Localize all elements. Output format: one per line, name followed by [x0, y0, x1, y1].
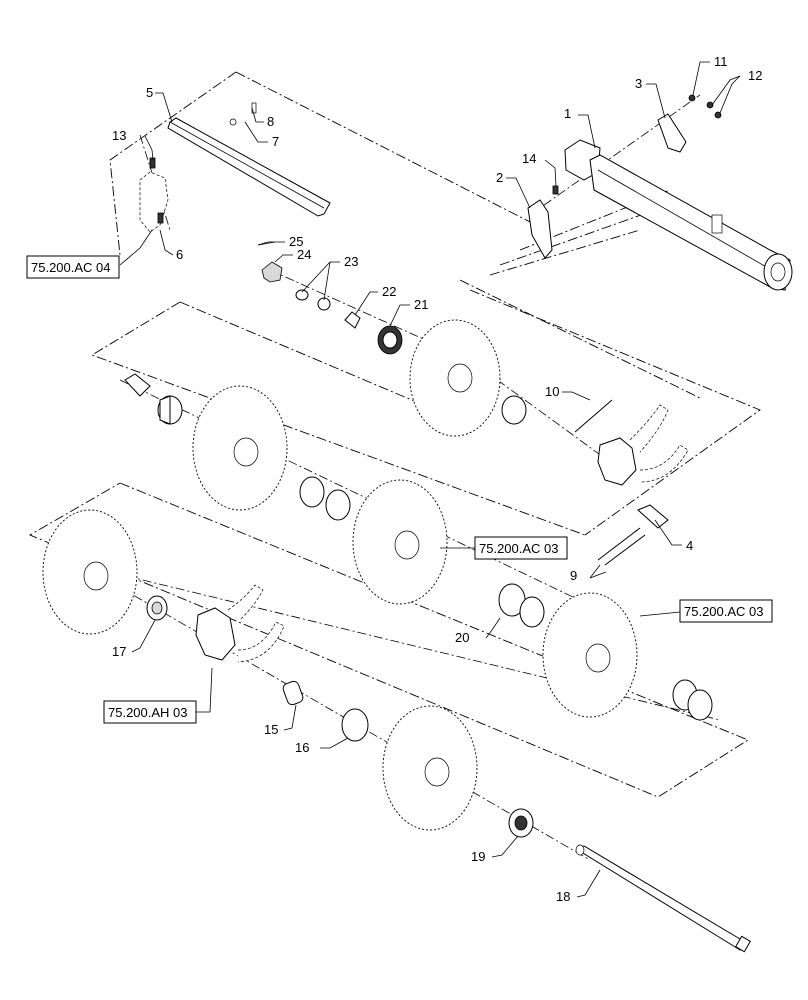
callout-10: 10 [545, 384, 559, 399]
bearing-housings [195, 404, 689, 663]
reference-ac04-label: 75.200.AC 04 [31, 260, 111, 275]
assembly-boundaries [28, 71, 761, 798]
reference-ac04-box[interactable]: 75.200.AC 04 [26, 255, 120, 279]
upper-hub-parts [257, 241, 403, 355]
callout-16: 16 [295, 740, 309, 755]
bolts-and-plate [574, 399, 669, 566]
callout-14: 14 [522, 151, 536, 166]
small-hardware [229, 102, 257, 126]
disc-blades [42, 319, 638, 831]
callout-21: 21 [414, 297, 428, 312]
bracket-part [139, 157, 169, 233]
callout-23: 23 [344, 254, 358, 269]
callout-2: 2 [496, 170, 503, 185]
reference-ac03-box-a[interactable]: 75.200.AC 03 [474, 536, 568, 560]
callout-9: 9 [570, 568, 577, 583]
callout-19: 19 [471, 849, 485, 864]
spacer-spools [124, 373, 713, 838]
leader-lines [119, 61, 741, 898]
callout-8: 8 [267, 114, 274, 129]
callout-3: 3 [635, 76, 642, 91]
callout-11: 11 [714, 54, 728, 69]
callout-20: 20 [455, 630, 469, 645]
callout-6: 6 [176, 247, 183, 262]
callout-4: 4 [686, 538, 693, 553]
callout-18: 18 [556, 889, 570, 904]
scraper-bar-part [167, 117, 331, 217]
callout-5: 5 [146, 85, 153, 100]
callout-15: 15 [264, 722, 278, 737]
callout-17: 17 [112, 644, 126, 659]
callout-7: 7 [272, 134, 279, 149]
callout-13: 13 [112, 128, 126, 143]
reference-ac03-box-b[interactable]: 75.200.AC 03 [679, 599, 773, 623]
main-shaft-part [575, 844, 752, 953]
callout-12: 12 [748, 68, 762, 83]
callout-1: 1 [564, 106, 571, 121]
callout-numbers: 1 2 3 4 5 6 7 8 9 10 11 12 13 14 15 16 1… [112, 54, 762, 904]
reference-ac03-label-b: 75.200.AC 03 [684, 604, 764, 619]
callout-22: 22 [382, 284, 396, 299]
main-frame-part [564, 139, 793, 291]
callout-25: 25 [289, 234, 303, 249]
reference-ac03-label-a: 75.200.AC 03 [479, 541, 559, 556]
callout-24: 24 [297, 247, 311, 262]
reference-ah03-label: 75.200.AH 03 [108, 705, 188, 720]
reference-ah03-box[interactable]: 75.200.AH 03 [103, 700, 197, 724]
frame-brackets [527, 94, 722, 259]
